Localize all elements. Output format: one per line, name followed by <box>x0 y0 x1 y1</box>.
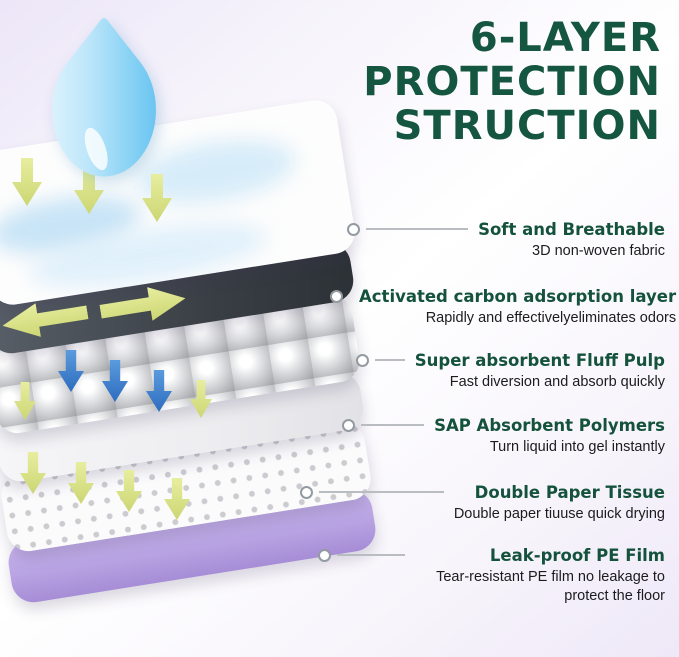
leader-line <box>337 554 405 556</box>
callout-paper-tissue: Double Paper Tissue Double paper tiuuse … <box>300 482 665 524</box>
leader-line <box>375 359 405 361</box>
callout-desc: Fast diversion and absorb quickly <box>449 374 665 390</box>
leader-line <box>319 491 444 493</box>
callout-desc: 3D non-woven fabric <box>532 243 665 259</box>
callout-desc: Rapidly and effectivelyeliminates odors <box>425 310 677 326</box>
callout-activated-carbon: Activated carbon adsorption layer Rapidl… <box>330 286 676 328</box>
callout-soft-breathable: Soft and Breathable 3D non-woven fabric <box>347 219 665 261</box>
drop-highlight <box>80 123 113 175</box>
callout-pe-film: Leak-proof PE Film Tear-resistant PE fil… <box>318 545 665 606</box>
layer-diagram <box>0 15 379 606</box>
leader-line <box>366 228 469 230</box>
page-title-line-3: STRUCTION <box>393 103 661 149</box>
leader-dot-icon <box>330 290 343 303</box>
callout-title: Double Paper Tissue <box>474 483 665 502</box>
callout-desc: Double paper tiuuse quick drying <box>453 506 665 522</box>
page-title-line-2: PROTECTION <box>363 59 661 105</box>
leader-line <box>361 424 425 426</box>
leader-dot-icon <box>318 549 331 562</box>
leader-dot-icon <box>300 486 313 499</box>
callout-fluff-pulp: Super absorbent Fluff Pulp Fast diversio… <box>356 350 665 392</box>
page-title-line-1: 6-LAYER <box>469 15 661 61</box>
callout-title: Soft and Breathable <box>478 220 665 239</box>
callout-sap-polymers: SAP Absorbent Polymers Turn liquid into … <box>342 415 665 457</box>
callout-title: Super absorbent Fluff Pulp <box>414 351 665 370</box>
page-title: 6-LAYER PROTECTION STRUCTION <box>363 16 661 148</box>
callout-desc: Turn liquid into gel instantly <box>489 439 665 455</box>
callout-title: Activated carbon adsorption layer <box>359 287 677 306</box>
leader-dot-icon <box>356 354 369 367</box>
leader-dot-icon <box>342 419 355 432</box>
callout-desc: Tear-resistant PE film no leakage to pro… <box>436 569 665 604</box>
callout-title: Leak-proof PE Film <box>489 546 665 565</box>
callout-title: SAP Absorbent Polymers <box>434 416 665 435</box>
leader-dot-icon <box>347 223 360 236</box>
